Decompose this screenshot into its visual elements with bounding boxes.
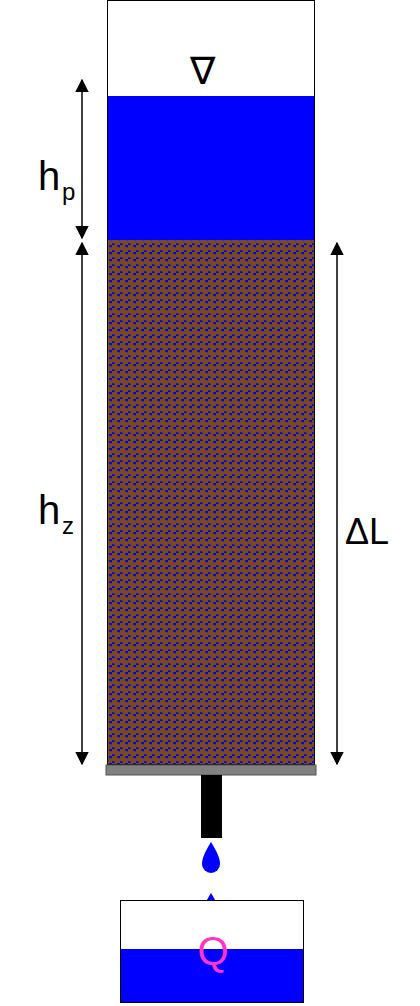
base-plate: [106, 765, 316, 775]
outlet-spout: [201, 775, 222, 838]
head-symbol: h: [38, 490, 60, 530]
soil-sample: [108, 240, 314, 765]
column-outline: [108, 1, 315, 765]
dimension-arrow: [81, 80, 83, 238]
length-label: ΔL: [345, 514, 389, 550]
head-subscript: z: [62, 514, 74, 538]
dimension-arrow: [81, 243, 83, 764]
head-symbol: h: [38, 156, 60, 196]
water-level-symbol: ∇: [190, 52, 215, 90]
head-subscript: p: [62, 180, 75, 204]
column-wall: [108, 1, 315, 765]
water-drop: [202, 842, 220, 873]
collection-beaker: Q: [120, 900, 304, 1003]
ponded-water: [108, 96, 314, 241]
flow-symbol: Q: [197, 931, 228, 971]
dimension-arrow: [336, 243, 338, 764]
